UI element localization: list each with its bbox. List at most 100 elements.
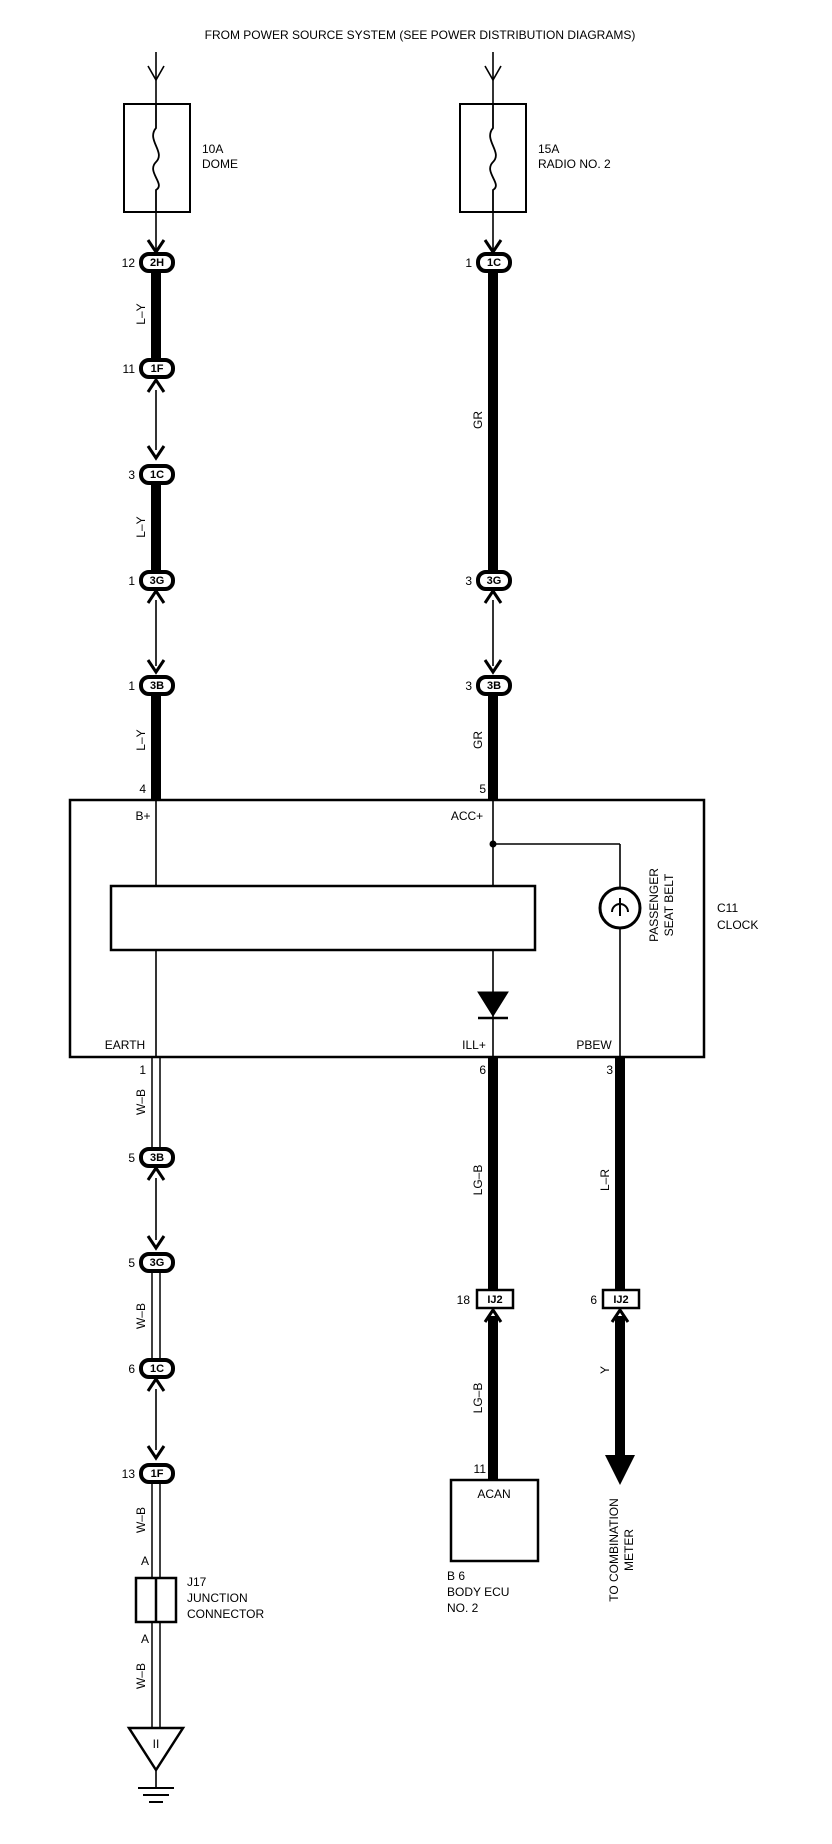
svg-text:3: 3 (128, 468, 135, 482)
svg-text:L–Y: L–Y (134, 729, 148, 750)
destination-label: TO COMBINATION (607, 1498, 621, 1602)
ground-icon (138, 1787, 174, 1803)
ecu-name: NO. 2 (447, 1601, 479, 1615)
svg-text:1: 1 (128, 574, 135, 588)
svg-text:3: 3 (465, 574, 472, 588)
wire-color: LG–B (471, 1165, 485, 1196)
diode-icon (477, 991, 509, 1017)
svg-text:5: 5 (128, 1151, 135, 1165)
ground-point-label: II (153, 1737, 160, 1751)
fuse-name: RADIO NO. 2 (538, 157, 611, 171)
svg-text:1F: 1F (151, 363, 164, 375)
svg-text:2H: 2H (150, 257, 164, 269)
svg-text:Y: Y (598, 1366, 612, 1374)
svg-text:W–B: W–B (134, 1663, 148, 1689)
svg-text:3: 3 (465, 679, 472, 693)
wire-color: GR (471, 411, 485, 429)
clock-unit: 4 5 B+ ACC+ PASSENGER SEAT BELT C11 CLOC… (68, 782, 758, 1059)
svg-text:3G: 3G (150, 1257, 165, 1269)
wire-color: L–Y (134, 303, 148, 324)
arrow-down-icon (605, 1455, 635, 1485)
svg-text:6: 6 (128, 1362, 135, 1376)
pin-number: 18 (457, 1293, 471, 1307)
svg-text:1C: 1C (487, 257, 501, 269)
pbew-path: L–R IJ2 6 Y TO COMBINATION METER (590, 1057, 641, 1602)
svg-text:GR: GR (471, 731, 485, 749)
pin-number: 6 (479, 1063, 486, 1077)
clock-display (109, 884, 537, 952)
svg-text:1F: 1F (151, 1468, 164, 1480)
fuse-box (123, 103, 191, 213)
terminal-ill: ILL+ (462, 1038, 486, 1052)
connector-1F (139, 358, 175, 379)
connector-IJ2 (601, 1288, 641, 1310)
ecu-name: BODY ECU (447, 1585, 509, 1599)
connector-3G (139, 1252, 175, 1273)
wire-color: W–B (134, 1089, 148, 1115)
terminal-acc: ACC+ (451, 809, 483, 823)
svg-text:5: 5 (128, 1256, 135, 1270)
ground-path: W–B 3B 5 3G 5 W–B 1C 6 1F 13 W–B A J17 J… (122, 1057, 264, 1803)
pin-number: 6 (590, 1293, 597, 1307)
clock-name: CLOCK (717, 918, 758, 932)
fuse-icon (489, 104, 497, 212)
svg-text:W–B: W–B (134, 1303, 148, 1329)
junction-pin: A (141, 1632, 149, 1646)
connector-IJ2 (475, 1288, 515, 1310)
svg-text:IJ2: IJ2 (487, 1294, 502, 1306)
svg-text:3B: 3B (150, 680, 164, 692)
pin-number: 1 (139, 1063, 146, 1077)
pin-number: 3 (606, 1063, 613, 1077)
svg-text:1: 1 (465, 256, 472, 270)
header-text: FROM POWER SOURCE SYSTEM (SEE POWER DIST… (205, 28, 636, 42)
input-arrow-icon (147, 65, 165, 82)
body-ecu-box (449, 1478, 540, 1563)
clock-code: C11 (717, 901, 738, 915)
pin-number: 11 (474, 1462, 487, 1476)
svg-text:1: 1 (128, 679, 135, 693)
terminal-earth: EARTH (105, 1038, 145, 1052)
junction-code: J17 (187, 1575, 207, 1589)
svg-text:3B: 3B (487, 680, 501, 692)
svg-text:IJ2: IJ2 (613, 1294, 628, 1306)
input-arrow-icon (484, 65, 502, 82)
fuse-rating: 10A (202, 142, 223, 156)
svg-text:1C: 1C (150, 1363, 164, 1375)
svg-text:1C: 1C (150, 469, 164, 481)
middle-column: 15A RADIO NO. 2 1C 1 GR 3G 3 3B 3 GR (459, 52, 611, 800)
svg-text:3G: 3G (487, 575, 502, 587)
left-column: 10A DOME 2H 12 L–Y 1F 11 1C 3 L–Y 3G 1 3… (122, 52, 238, 800)
ground-point-icon (126, 1726, 186, 1773)
connector-3G (476, 570, 512, 591)
ecu-terminal: ACAN (477, 1487, 510, 1501)
fuse-name: DOME (202, 157, 238, 171)
svg-text:11: 11 (123, 362, 136, 376)
seat-belt-label: PASSENGER (647, 868, 661, 942)
terminal-b-plus: B+ (135, 809, 150, 823)
ill-path: LG–B IJ2 18 LG–B 11 ACAN B 6 BODY ECU NO… (447, 1057, 540, 1615)
junction-pin: A (141, 1554, 149, 1568)
wire-color: L–R (598, 1169, 612, 1191)
junction-name: CONNECTOR (187, 1607, 264, 1621)
svg-text:3B: 3B (150, 1152, 164, 1164)
svg-text:W–B: W–B (134, 1507, 148, 1533)
fuse-rating: 15A (538, 142, 559, 156)
pin-number: 4 (139, 782, 146, 796)
junction-name: JUNCTION (187, 1591, 248, 1605)
fuse-icon (152, 104, 160, 212)
connector-1C (139, 1358, 175, 1379)
svg-text:LG–B: LG–B (471, 1383, 485, 1414)
connector-1F (139, 1463, 175, 1484)
svg-text:L–Y: L–Y (134, 516, 148, 537)
ecu-code: B 6 (447, 1569, 465, 1583)
destination-label: METER (622, 1529, 636, 1571)
seat-belt-label: SEAT BELT (662, 873, 676, 936)
pin-number: 12 (122, 256, 136, 270)
svg-text:13: 13 (122, 1467, 136, 1481)
terminal-pbew: PBEW (576, 1038, 612, 1052)
connector-3B (139, 1147, 175, 1168)
svg-text:3G: 3G (150, 575, 165, 587)
connector-3G (139, 570, 175, 591)
pin-number: 5 (479, 782, 486, 796)
